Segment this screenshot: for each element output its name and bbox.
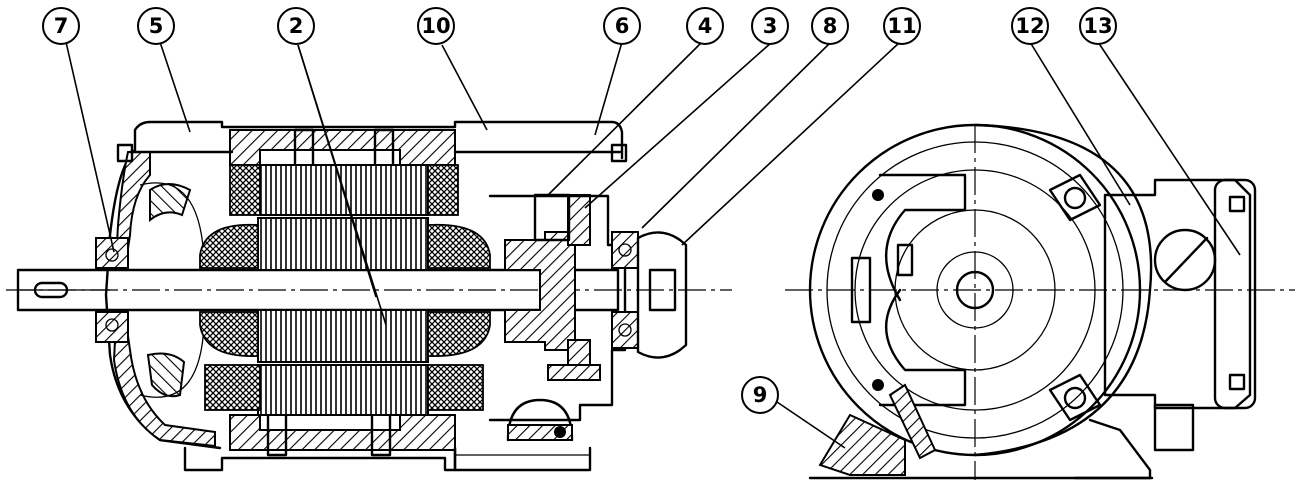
callout-8: 8 xyxy=(811,7,849,45)
cooling-fan-lower xyxy=(146,352,186,398)
rotor-end-winding-right xyxy=(427,223,491,269)
housing-right-half xyxy=(973,123,1153,457)
housing-ring-2 xyxy=(854,169,1096,411)
brake-lining-top xyxy=(567,194,591,246)
callout-7: 7 xyxy=(42,7,80,45)
cable-entry xyxy=(1153,403,1195,452)
callout-2-label: 2 xyxy=(289,14,304,38)
cooling-fan xyxy=(149,183,192,223)
terminal-box xyxy=(1103,178,1252,410)
callout-6: 6 xyxy=(603,7,641,45)
fan-end-shield-lower xyxy=(112,321,216,448)
rotor-end-winding-left xyxy=(199,223,259,269)
callout-11-label: 11 xyxy=(887,14,916,38)
callout-4: 4 xyxy=(686,7,724,45)
callout-13: 13 xyxy=(1079,7,1117,45)
end-view-foot-left xyxy=(818,413,906,476)
end-view-foot-right xyxy=(1073,418,1152,480)
callout-5: 5 xyxy=(137,7,175,45)
callout-7-label: 7 xyxy=(54,14,69,38)
callout-4-label: 4 xyxy=(698,14,713,38)
rotor-end-winding-left-lower xyxy=(199,311,259,357)
bearing-drive-end-bottom xyxy=(95,311,129,343)
callout-6-label: 6 xyxy=(615,14,630,38)
stator-core-bottom xyxy=(257,364,429,416)
callout-12: 12 xyxy=(1011,7,1049,45)
rear-housing xyxy=(488,194,627,422)
bearing-non-drive-end-top xyxy=(611,231,639,269)
stator-winding-top-left xyxy=(229,164,261,216)
brake-hub xyxy=(504,231,576,351)
rotor-end-winding-right-lower xyxy=(427,311,491,357)
callout-9-label: 9 xyxy=(753,383,768,407)
housing-ring-1 xyxy=(826,141,1124,439)
bearing-non-drive-end-bottom xyxy=(611,311,639,349)
stator-winding-bottom-right xyxy=(427,364,484,411)
stator-housing-bottom xyxy=(229,414,456,451)
callout-11: 11 xyxy=(883,7,921,45)
stator-winding-top-right xyxy=(427,164,459,216)
callout-10-label: 10 xyxy=(421,14,450,38)
callout-8-label: 8 xyxy=(823,14,838,38)
housing-ring-4 xyxy=(936,251,1014,329)
motor-foot-left xyxy=(183,446,457,472)
callout-9: 9 xyxy=(741,376,779,414)
callout-3: 3 xyxy=(751,7,789,45)
end-cap xyxy=(636,231,688,359)
callout-5-label: 5 xyxy=(149,14,164,38)
callout-12-label: 12 xyxy=(1015,14,1044,38)
callout-10: 10 xyxy=(417,7,455,45)
motor-foot-right xyxy=(453,446,592,472)
shaft-end xyxy=(955,270,995,310)
callout-3-label: 3 xyxy=(763,14,778,38)
stator-winding-bottom-left xyxy=(204,364,261,411)
eyebolt xyxy=(888,383,937,460)
inspection-cover xyxy=(506,398,574,442)
leader-lines xyxy=(65,41,1241,449)
section-view xyxy=(6,120,732,472)
stator-housing-top xyxy=(229,129,456,166)
callout-2: 2 xyxy=(277,7,315,45)
cable-gland-cover xyxy=(1153,228,1217,292)
terminal-box-cover xyxy=(1213,178,1257,410)
callout-13-label: 13 xyxy=(1083,14,1112,38)
end-view xyxy=(785,123,1295,480)
